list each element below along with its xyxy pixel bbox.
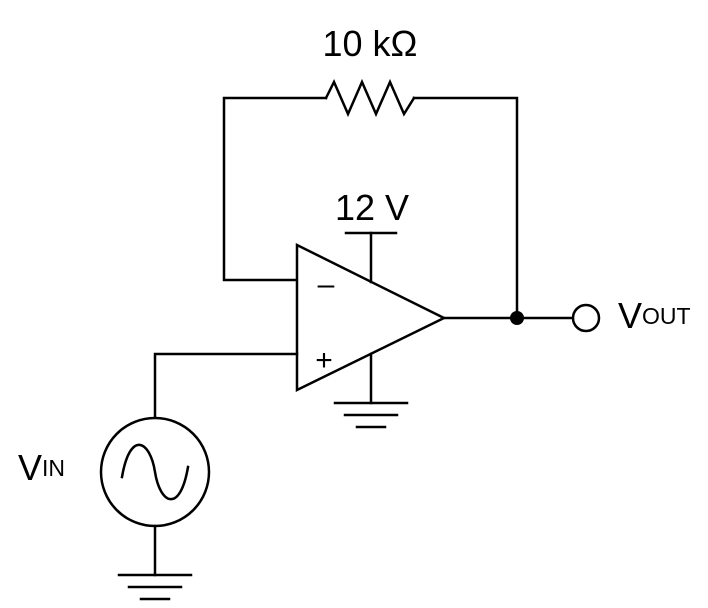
source-ground-symbol xyxy=(117,573,193,601)
input-label-sub: IN xyxy=(42,455,65,481)
noninverting-input-sign: + xyxy=(315,344,333,377)
supply-label: 12 V xyxy=(335,187,409,228)
inverting-input-sign: – xyxy=(318,268,335,301)
output-junction-dot xyxy=(510,311,524,325)
output-label-sub: OUT xyxy=(642,303,691,329)
feedback-resistor xyxy=(324,78,416,118)
input-wire xyxy=(153,352,299,419)
opamp-ground-symbol xyxy=(333,401,409,429)
output-label: VOUT xyxy=(618,295,691,336)
feedback-wire-left xyxy=(222,96,328,282)
output-terminal xyxy=(571,303,601,333)
input-label-main: V xyxy=(18,447,42,488)
feedback-wire-right xyxy=(412,96,519,320)
resistor-label: 10 kΩ xyxy=(323,23,418,64)
sine-wave-icon xyxy=(120,443,190,501)
output-label-main: V xyxy=(618,295,642,336)
input-label: VIN xyxy=(18,447,65,488)
